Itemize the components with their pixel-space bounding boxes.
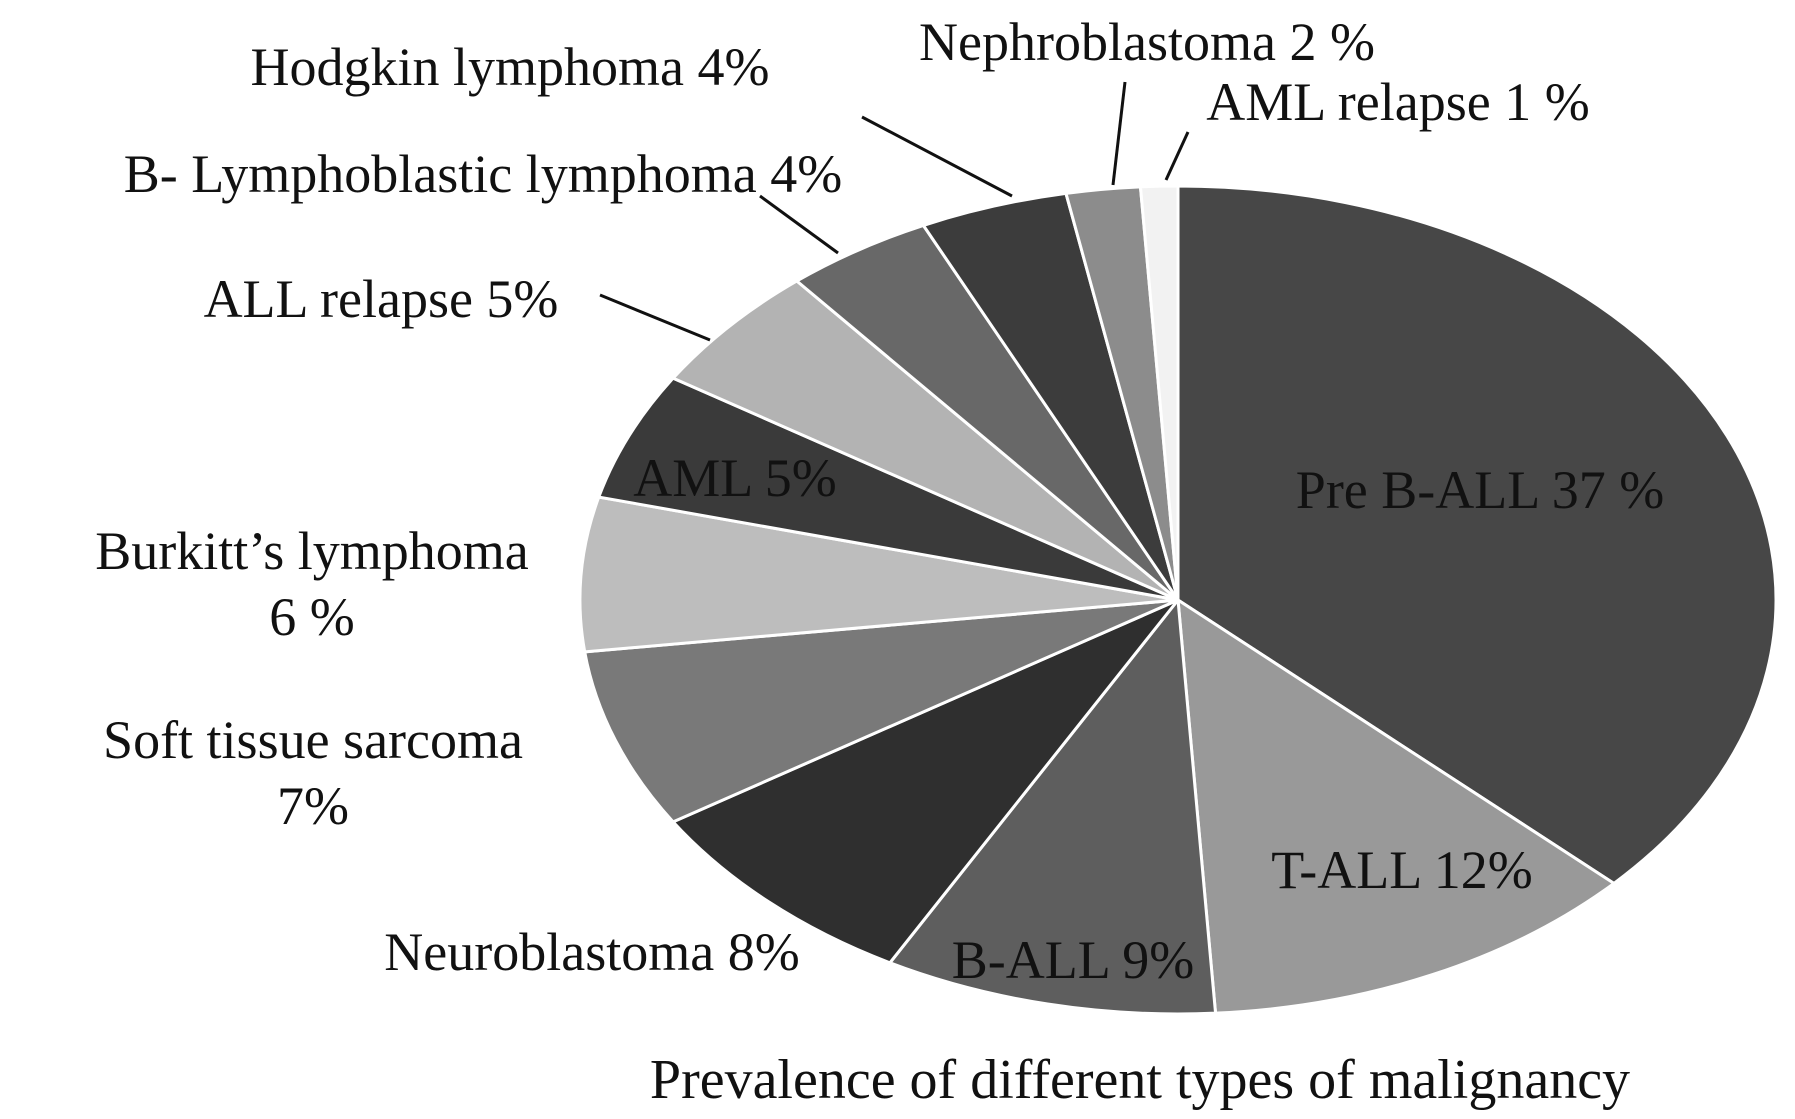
pie-slice — [670, 279, 1179, 602]
slice-label: AML relapse 1 % — [1206, 72, 1589, 132]
slice-label: ALL relapse 5% — [204, 269, 559, 329]
slice-label: AML 5% — [633, 448, 836, 508]
slice-label: B-ALL 9% — [952, 930, 1194, 990]
slice-label: Nephroblastoma 2 % — [919, 12, 1375, 72]
slice-label: T-ALL 12% — [1271, 840, 1532, 900]
pie-slice — [1176, 597, 1617, 1015]
pie-slice — [887, 596, 1218, 1016]
pie-slice — [1176, 184, 1778, 886]
slice-label: B- Lymphoblastic lymphoma 4% — [124, 144, 842, 204]
leader-line — [1164, 131, 1190, 181]
leader-line — [1111, 81, 1127, 186]
pie-slice — [1138, 184, 1180, 601]
pie-slice — [578, 495, 1179, 654]
pie-slice — [582, 598, 1179, 824]
pie-slice — [596, 376, 1179, 602]
pie-slices — [578, 184, 1778, 1016]
slice-label: Pre B-ALL 37 % — [1296, 460, 1664, 520]
slice-label: Neuroblastoma 8% — [384, 922, 799, 982]
leader-lines — [599, 81, 1190, 342]
leader-line — [861, 115, 1013, 198]
leader-line — [759, 194, 839, 255]
chart-caption: Prevalence of different types of maligna… — [650, 1049, 1630, 1111]
leader-line — [599, 293, 711, 342]
slice-label: Hodgkin lymphoma 4% — [251, 37, 770, 97]
slice-labels: Pre B-ALL 37 % T-ALL 12% B-ALL 9% Neuroblas… — [95, 12, 1664, 990]
pie-slice — [670, 598, 1180, 965]
